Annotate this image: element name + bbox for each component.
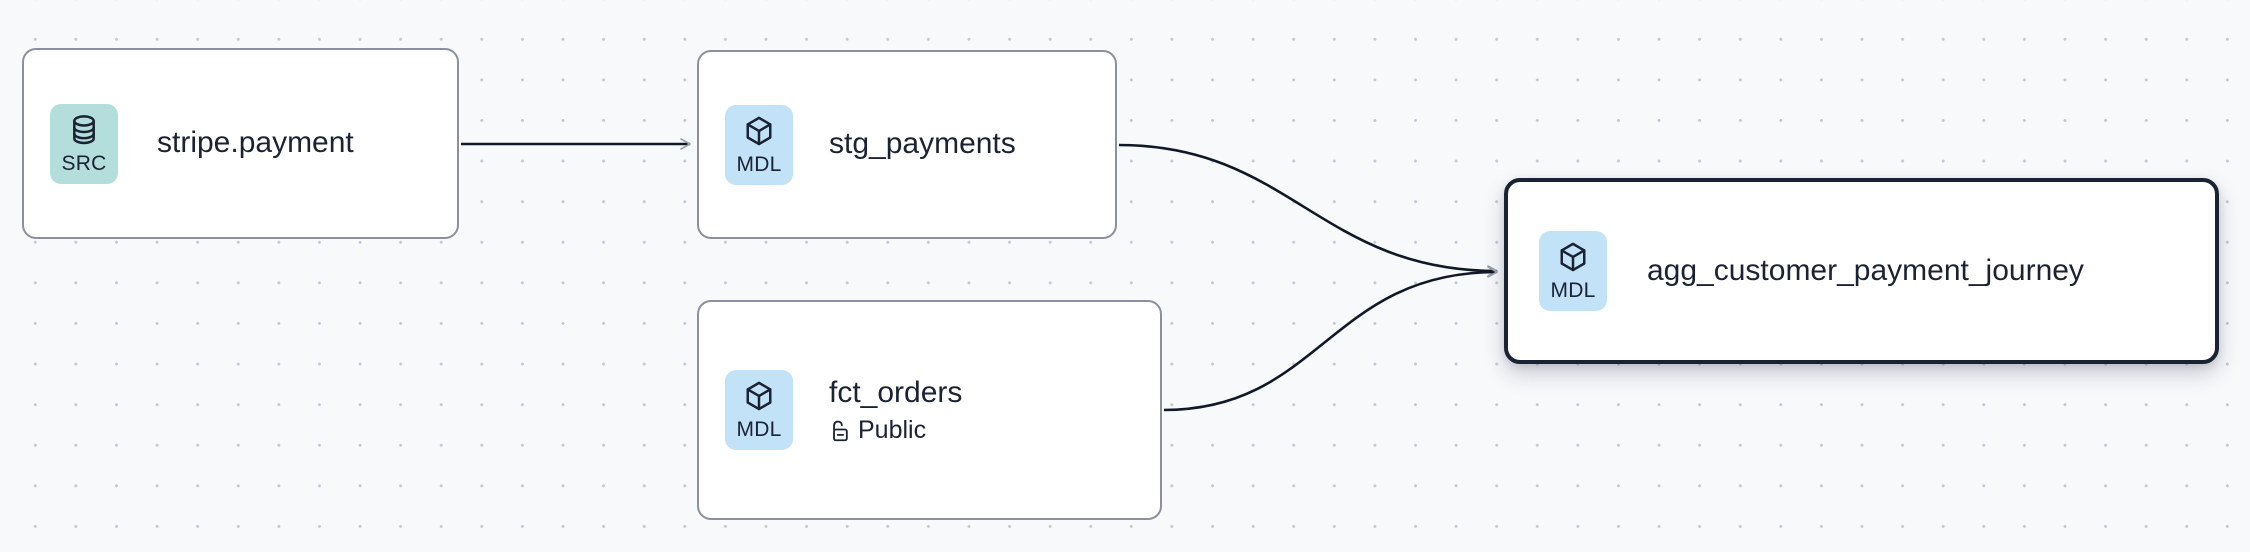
node-body: stg_payments [829, 127, 1016, 162]
database-icon [68, 114, 100, 148]
cube-icon [1557, 241, 1589, 275]
node-visibility: Public [829, 416, 962, 445]
node-body: fct_orders Public [829, 376, 962, 445]
edge-stg-to-agg [1118, 143, 1498, 277]
cube-icon [743, 380, 775, 414]
badge-src: SRC [50, 103, 118, 184]
unlock-icon [829, 419, 850, 443]
cube-icon [743, 115, 775, 149]
node-body: agg_customer_payment_journey [1647, 254, 2084, 289]
badge-label: MDL [736, 152, 782, 176]
node-body: stripe.payment [157, 126, 354, 161]
node-title: agg_customer_payment_journey [1647, 253, 2084, 287]
node-fct-orders[interactable]: MDL fct_orders Public [697, 300, 1162, 520]
badge-mdl: MDL [725, 370, 793, 450]
badge-label: SRC [61, 151, 107, 175]
badge-mdl: MDL [1539, 231, 1607, 311]
badge-label: MDL [1550, 279, 1596, 302]
badge-label: MDL [736, 418, 782, 441]
node-title: fct_orders [829, 375, 963, 409]
badge-mdl: MDL [725, 104, 793, 185]
node-stg-payments[interactable]: MDL stg_payments [697, 50, 1117, 239]
node-stripe-payment[interactable]: SRC stripe.payment [22, 48, 459, 239]
edge-fct-to-agg [1163, 266, 1498, 412]
visibility-label: Public [858, 416, 927, 444]
node-title: stg_payments [829, 127, 1016, 161]
node-agg-customer-payment-journey[interactable]: MDL agg_customer_payment_journey [1504, 178, 2219, 364]
node-title: stripe.payment [157, 126, 354, 160]
